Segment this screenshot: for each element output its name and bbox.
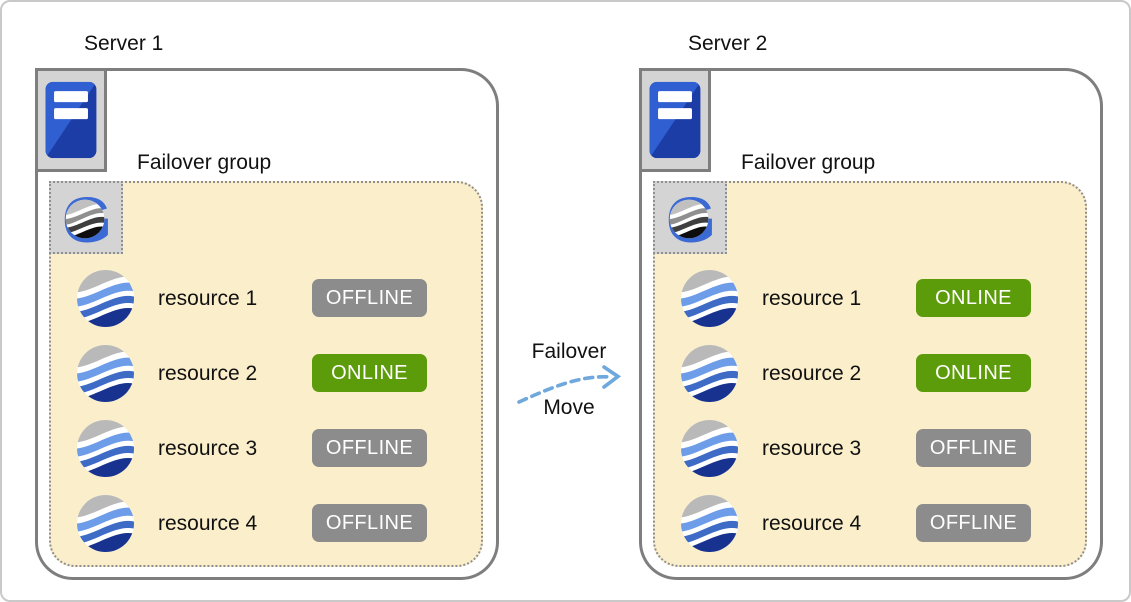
failover-group-g-globe-icon <box>49 181 123 254</box>
resource-globe-icon <box>681 345 738 402</box>
server-2-panel: Failover group resource 1 ONLINE resourc… <box>639 68 1103 580</box>
resource-row: resource 2 ONLINE <box>51 345 481 402</box>
resource-globe-icon <box>681 495 738 552</box>
failover-group-label: Failover group <box>741 151 876 174</box>
failover-group-label: Failover group <box>137 151 272 174</box>
resource-label: resource 3 <box>158 437 258 460</box>
status-badge: OFFLINE <box>312 279 427 317</box>
server-1-title: Server 1 <box>84 32 164 55</box>
status-badge: OFFLINE <box>312 504 427 542</box>
status-badge: ONLINE <box>916 354 1031 392</box>
resource-label: resource 2 <box>762 362 862 385</box>
failover-group-box: resource 1 OFFLINE resource 2 ONLINE res… <box>49 181 483 567</box>
resource-globe-icon <box>77 420 134 477</box>
status-badge: ONLINE <box>916 279 1031 317</box>
server-1-panel: Failover group resource 1 OFFLINE resour… <box>35 68 499 580</box>
resource-label: resource 1 <box>762 287 862 310</box>
resource-globe-icon <box>681 420 738 477</box>
resource-row: resource 4 OFFLINE <box>51 495 481 552</box>
server-tower-icon <box>35 68 107 172</box>
dashed-move-arrow-icon <box>517 365 622 404</box>
failover-group-g-globe-icon <box>653 181 727 254</box>
resource-label: resource 4 <box>762 512 862 535</box>
resource-globe-icon <box>77 495 134 552</box>
resource-globe-icon <box>77 270 134 327</box>
status-badge: ONLINE <box>312 354 427 392</box>
resource-row: resource 3 OFFLINE <box>655 420 1085 477</box>
resource-row: resource 2 ONLINE <box>655 345 1085 402</box>
resource-row: resource 4 OFFLINE <box>655 495 1085 552</box>
resource-label: resource 1 <box>158 287 258 310</box>
status-badge: OFFLINE <box>312 429 427 467</box>
status-badge: OFFLINE <box>916 504 1031 542</box>
status-badge: OFFLINE <box>916 429 1031 467</box>
failover-action-label: Failover <box>531 340 607 363</box>
resource-row: resource 1 OFFLINE <box>51 270 481 327</box>
resource-row: resource 3 OFFLINE <box>51 420 481 477</box>
resource-row: resource 1 ONLINE <box>655 270 1085 327</box>
resource-label: resource 4 <box>158 512 258 535</box>
server-2-title: Server 2 <box>688 32 768 55</box>
resource-globe-icon <box>681 270 738 327</box>
failover-group-box: resource 1 ONLINE resource 2 ONLINE reso… <box>653 181 1087 567</box>
resource-label: resource 2 <box>158 362 258 385</box>
resource-label: resource 3 <box>762 437 862 460</box>
resource-globe-icon <box>77 345 134 402</box>
server-tower-icon <box>639 68 711 172</box>
move-action-label: Move <box>543 396 595 419</box>
